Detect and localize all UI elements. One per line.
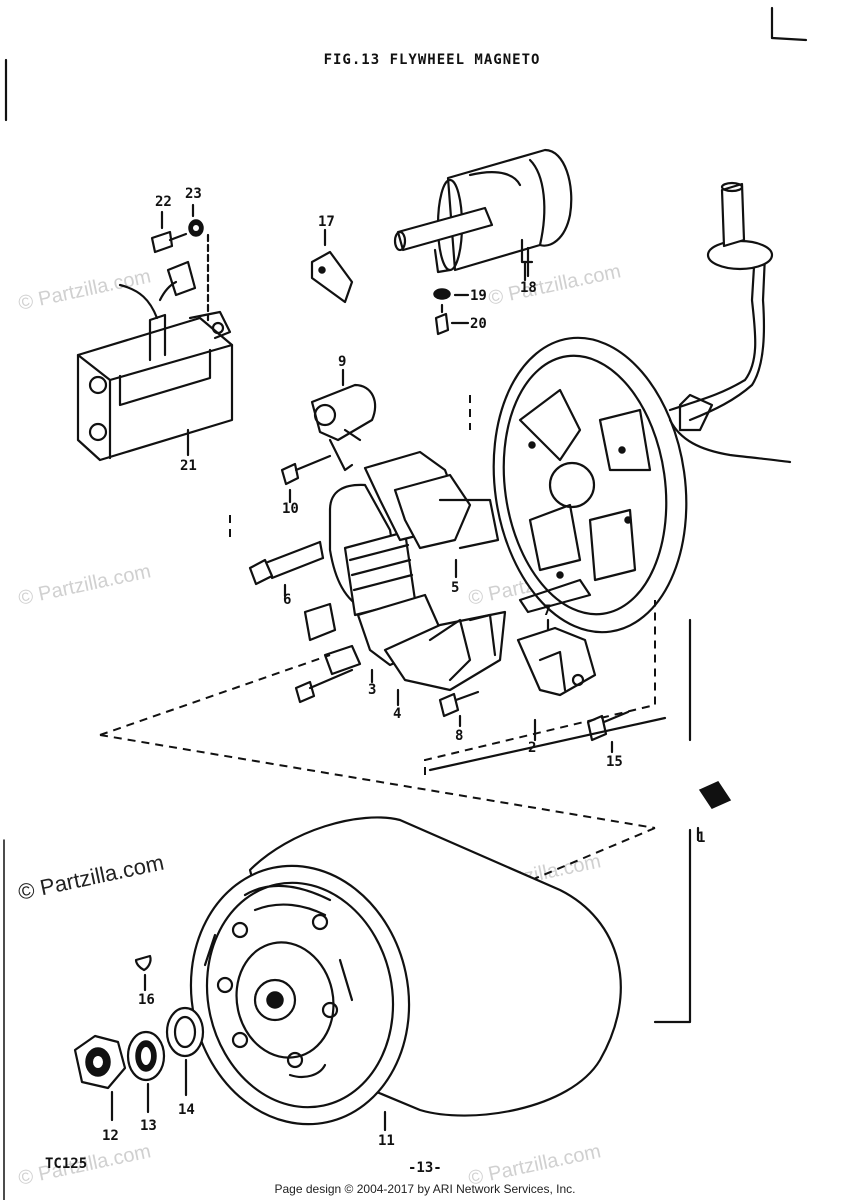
callout-22: 22 <box>155 194 172 210</box>
breaker-point-part <box>310 368 377 472</box>
callout-7: 7 <box>543 603 551 619</box>
callout-10: 10 <box>282 501 299 517</box>
stator-core-part <box>294 593 507 707</box>
flywheel-rotor-part <box>189 816 622 1126</box>
watermark-primary: © Partzilla.com <box>16 850 166 905</box>
screw-part <box>280 454 332 504</box>
callout-2: 2 <box>528 740 536 756</box>
nut-and-washer-parts <box>73 954 387 1132</box>
callout-1: 1 <box>697 830 705 846</box>
callout-15: 15 <box>606 754 623 770</box>
callout-21: 21 <box>180 458 197 474</box>
long-bolt-part <box>248 540 325 598</box>
diagram-title: FIG.13 FLYWHEEL MAGNETO <box>324 52 541 68</box>
callout-12: 12 <box>102 1128 119 1144</box>
callout-11: 11 <box>378 1133 395 1149</box>
callout-5: 5 <box>451 580 459 596</box>
callout-20: 20 <box>470 316 487 332</box>
model-code: TC125 <box>45 1156 87 1172</box>
lubricator-felt-part <box>516 618 597 697</box>
watermark: © Partzilla.com <box>486 260 622 310</box>
washer-and-screw-parts <box>433 288 470 336</box>
watermark: © Partzilla.com <box>16 560 152 610</box>
callout-17: 17 <box>318 214 335 230</box>
callout-23: 23 <box>185 186 202 202</box>
callout-labels: 1 2 3 4 5 6 7 8 9 10 11 12 13 14 15 16 1… <box>102 186 705 1149</box>
cover-plate-part <box>310 228 354 304</box>
callout-18: 18 <box>520 280 537 296</box>
callout-4: 4 <box>393 706 401 722</box>
ignition-coil-part <box>76 260 234 462</box>
callout-9: 9 <box>338 354 346 370</box>
callout-3: 3 <box>368 682 376 698</box>
stator-coil-part <box>303 450 500 642</box>
callout-16: 16 <box>138 992 155 1008</box>
callout-6: 6 <box>283 592 291 608</box>
callout-leaders <box>186 246 700 842</box>
condenser-part <box>393 148 573 282</box>
scan-edge-marks <box>3 6 808 1200</box>
stator-base-plate-part <box>492 181 792 634</box>
callout-8: 8 <box>455 728 463 744</box>
callout-19: 19 <box>470 288 487 304</box>
assembly-grouping-lines <box>99 395 732 1024</box>
page-number: -13- <box>408 1160 442 1176</box>
screw-and-washer-parts <box>150 203 210 322</box>
callout-13: 13 <box>140 1118 157 1134</box>
callout-14: 14 <box>178 1102 195 1118</box>
screw-parts <box>438 690 630 754</box>
footer-copyright: Page design © 2004-2017 by ARI Network S… <box>274 1182 575 1196</box>
